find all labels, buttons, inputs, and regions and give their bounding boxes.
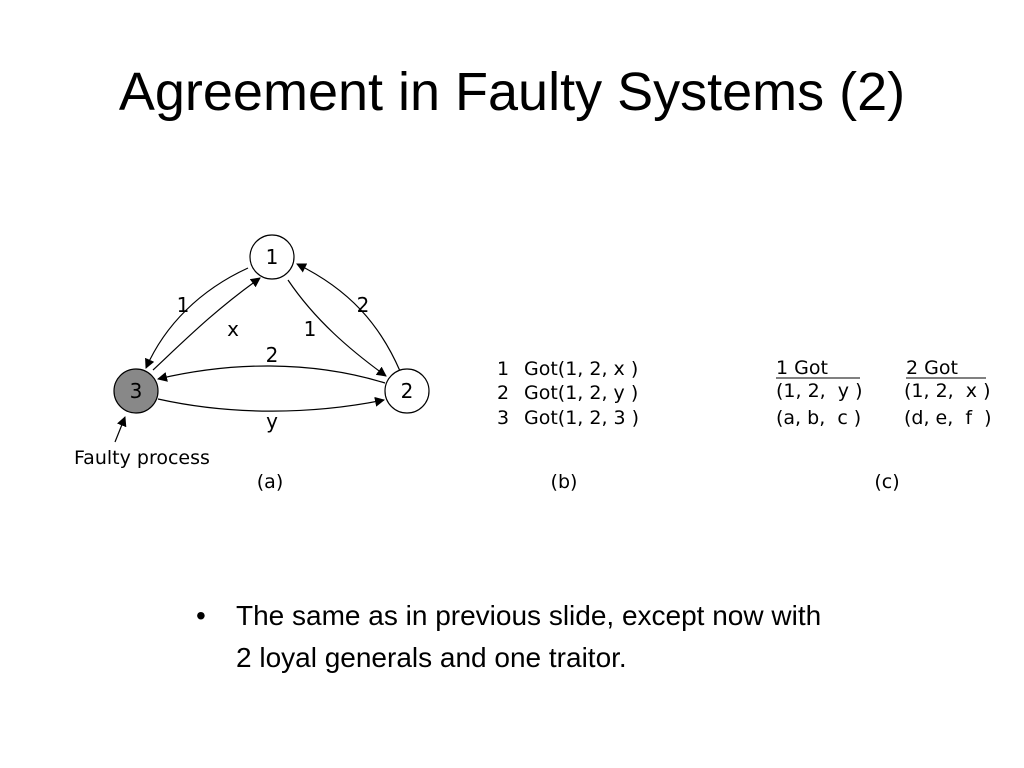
edge-3-to-2 xyxy=(157,396,385,412)
caption-b: (b) xyxy=(551,471,578,493)
node-1: 1 xyxy=(249,234,295,280)
node-3-faulty: 3 xyxy=(113,368,159,414)
edge-label-1-to-2: 1 xyxy=(304,317,317,341)
edge-1-to-3 xyxy=(145,267,249,369)
bullet-icon: • xyxy=(196,600,206,631)
panel-c-col-2-row-2: (d, e, f ) xyxy=(904,407,992,429)
edge-label-1-to-3: 1 xyxy=(177,293,190,317)
panel-b: 1 Got(1, 2, x ) 2 Got(1, 2, y ) 3 Got(1,… xyxy=(497,358,639,493)
faulty-process-pointer xyxy=(114,416,127,443)
faulty-process-label: Faulty process xyxy=(74,447,210,469)
panel-c: 1 Got (1, 2, y ) (a, b, c ) 2 Got (1, 2,… xyxy=(776,357,992,493)
panel-b-row-3-text: Got(1, 2, 3 ) xyxy=(524,407,639,429)
edge-label-2-to-3: 2 xyxy=(266,343,279,367)
edge-label-3-to-2: y xyxy=(266,409,278,433)
panel-b-row-2-num: 2 xyxy=(497,382,509,404)
node-3-label: 3 xyxy=(130,379,143,403)
edge-label-3-to-1: x xyxy=(227,317,239,341)
panel-b-row-1-text: Got(1, 2, x ) xyxy=(524,358,638,380)
panel-c-col-2-header: 2 Got xyxy=(906,357,958,379)
panel-c-col-1-row-1: (1, 2, y ) xyxy=(776,380,862,402)
node-2-label: 2 xyxy=(401,379,414,403)
edge-2-to-1 xyxy=(296,263,401,372)
node-1-label: 1 xyxy=(266,245,279,269)
edge-3-to-1 xyxy=(152,277,261,371)
panel-b-row-3-num: 3 xyxy=(497,407,509,429)
edge-1-to-2 xyxy=(287,279,387,377)
slide-title: Agreement in Faulty Systems (2) xyxy=(118,62,906,122)
edge-2-to-3 xyxy=(157,365,386,384)
edge-label-2-to-1: 2 xyxy=(357,293,370,317)
panel-c-col-2-row-1: (1, 2, x ) xyxy=(904,380,990,402)
panel-b-row-2-text: Got(1, 2, y ) xyxy=(524,382,638,404)
node-2: 2 xyxy=(384,368,430,414)
panel-b-row-1-num: 1 xyxy=(497,358,509,380)
bullet-text: The same as in previous slide, except no… xyxy=(236,600,822,673)
caption-a: (a) xyxy=(257,471,283,493)
panel-c-col-1-header: 1 Got xyxy=(776,357,828,379)
caption-c: (c) xyxy=(874,471,899,493)
bullet-item: • The same as in previous slide, except … xyxy=(196,595,836,679)
panel-c-col-1-row-2: (a, b, c ) xyxy=(776,407,861,429)
